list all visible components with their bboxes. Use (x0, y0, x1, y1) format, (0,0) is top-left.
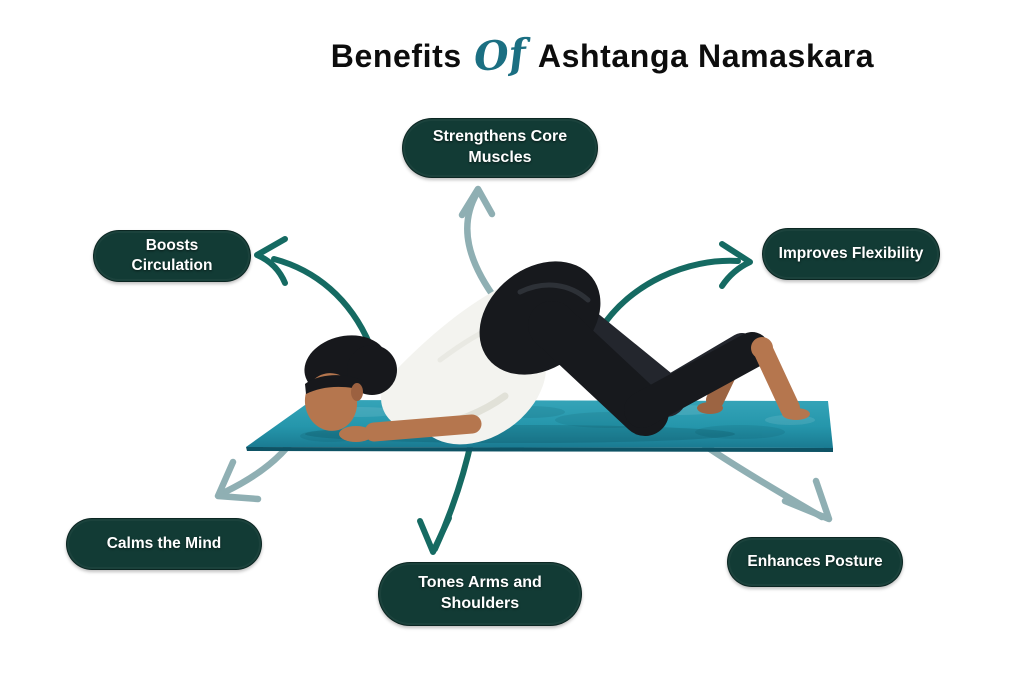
benefit-label: Tones Arms and Shoulders (418, 574, 542, 612)
arrow-bottom-center-icon (417, 435, 475, 555)
benefit-label: Strengthens Core Muscles (432, 128, 568, 166)
page-title: Benefits Of Ashtanga Namaskara (330, 30, 875, 82)
arrow-mid-left-icon (254, 236, 373, 348)
benefit-label: Calms the Mind (106, 534, 222, 552)
title-pose-name: Ashtanga Namaskara (537, 37, 875, 74)
benefit-badge-strengthens-core-muscles: Strengthens Core Muscles (402, 118, 598, 178)
benefit-badge-calms-the-mind: Calms the Mind (66, 518, 262, 570)
benefit-badge-improves-flexibility: Improves Flexibility (762, 228, 940, 280)
benefit-badge-tones-arms-and-shoulders: Tones Arms and Shoulders (378, 562, 582, 626)
person-head (304, 335, 397, 431)
person-near-foot (751, 337, 810, 420)
benefit-label: Improves Flexibility (778, 244, 924, 262)
benefit-label: Enhances Posture (747, 552, 883, 570)
benefit-label: Boosts Circulation (131, 236, 213, 274)
benefit-badge-boosts-circulation: Boosts Circulation (93, 230, 251, 282)
benefit-badge-enhances-posture: Enhances Posture (727, 537, 903, 587)
person-hips-and-near-leg (479, 261, 770, 436)
person-forearm-hand (339, 414, 482, 442)
arrow-top-center-icon (458, 185, 501, 305)
title-benefits-word: Benefits (330, 37, 462, 74)
arrow-mid-right-icon (597, 241, 753, 333)
yoga-person (304, 261, 810, 445)
arrow-bottom-right-icon (700, 441, 833, 523)
